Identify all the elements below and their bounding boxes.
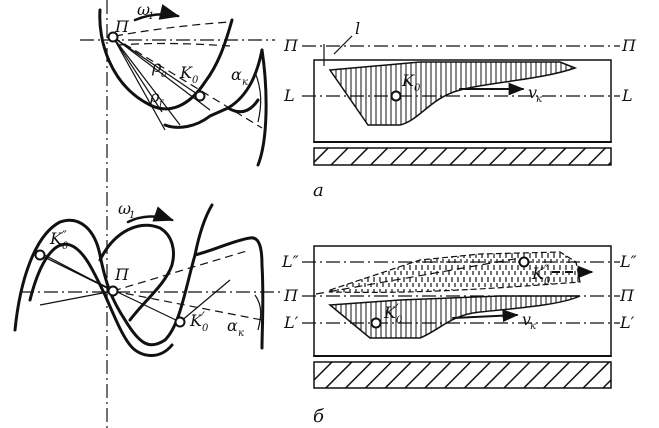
panel-b-k0-prime-mark: ′ — [396, 302, 399, 317]
panel-b-k0-double-point — [518, 256, 530, 268]
bottom-omega-label: ω — [118, 199, 131, 218]
top-ray-1 — [112, 36, 166, 131]
panel-b-velocity-arrow — [452, 309, 519, 323]
bottom-pitch-label: П — [114, 265, 130, 284]
panel-b-upper-zone — [329, 251, 581, 293]
panel-b-base-hatch — [313, 361, 612, 389]
panel-a-base-hatch — [313, 147, 612, 166]
rho-f-sub: f — [158, 99, 165, 110]
k0-double-prime-label: K — [49, 229, 63, 248]
panel-b-k0-prime-sub: 0 — [396, 315, 403, 326]
bottom-tooth-profile-2 — [28, 242, 174, 357]
panel-a-p-right: П — [621, 36, 637, 55]
bottom-omega-sub: 1 — [129, 210, 135, 221]
rho-a-label: ρ — [151, 57, 162, 76]
panel-b-v-label: v — [522, 310, 531, 329]
panel-b-k0-prime-point — [370, 317, 382, 329]
top-alpha-sub: к — [242, 77, 248, 88]
top-dashed-line — [112, 36, 263, 129]
bottom-k0-prime-label: K — [189, 311, 203, 330]
rho-f-label: ρ — [149, 87, 160, 106]
panel-a-l-label: l — [355, 19, 360, 38]
panel-b-dashed-diagonal — [315, 257, 521, 295]
panel-a-k0-sub: 0 — [414, 83, 421, 94]
bottom-alpha-sub: к — [238, 328, 244, 339]
bottom-dashed-line-1 — [112, 249, 251, 292]
panel-a — [302, 35, 620, 166]
panel-b-k0-prime-label: K — [383, 303, 397, 322]
panel-b-caption: б — [313, 406, 325, 427]
panel-a-v-sub: к — [536, 94, 542, 105]
top-dashed-arc-1 — [114, 21, 231, 37]
panel-b — [302, 245, 620, 389]
top-tooth-root — [163, 48, 264, 129]
bottom-k0-prime-sub: 0 — [202, 323, 209, 334]
panel-b-k0-double-label: K — [531, 264, 545, 283]
top-k0-label: K — [179, 63, 193, 82]
bottom-tooth-right — [193, 236, 265, 350]
panel-b-l1-left: L′ — [283, 313, 299, 332]
top-gear-sketch — [80, 0, 275, 428]
bottom-alpha-label: α — [227, 316, 238, 335]
panel-a-caption: а — [313, 180, 324, 201]
panel-b-p-right: П — [619, 286, 635, 305]
top-dashed-arc-2 — [117, 42, 231, 47]
rho-a-sub: a — [161, 69, 167, 80]
bottom-tooth-inner — [98, 223, 175, 322]
bottom-alpha-arc — [254, 294, 262, 331]
panel-b-l1-right: L′ — [619, 313, 635, 332]
top-k0-point — [194, 90, 206, 102]
top-ray-3 — [112, 36, 211, 111]
panel-a-l-leader — [333, 35, 353, 55]
k0-double-prime-mark: ″ — [62, 229, 67, 244]
top-ray-2 — [112, 36, 181, 126]
panel-a-k0-point — [390, 90, 402, 102]
top-omega-label: ω — [137, 0, 150, 19]
top-ray-4 — [112, 36, 163, 113]
panel-b-k0-double-mark: ″ — [544, 263, 549, 278]
bottom-ray-4 — [179, 279, 231, 323]
panel-a-l-left: L — [283, 86, 295, 105]
panel-b-l2-right: L″ — [619, 252, 637, 271]
top-pitch-label: П — [114, 17, 130, 36]
bottom-k0-double-point — [34, 249, 46, 261]
bottom-pitch-point — [107, 285, 119, 297]
top-tooth-root-fillet — [226, 98, 260, 114]
panel-b-p-left: П — [283, 286, 299, 305]
bottom-k0-prime-mark: ′ — [202, 310, 205, 325]
top-tooth-right-flank — [256, 48, 268, 167]
top-k0-sub: 0 — [192, 75, 199, 86]
panel-a-v-label: v — [528, 83, 537, 102]
top-line-of-action — [112, 36, 201, 97]
top-omega-sub: 1 — [148, 11, 154, 22]
bottom-tooth-profile-1 — [13, 203, 214, 347]
panel-a-k0-label: K — [401, 71, 415, 90]
panel-a-p-left: П — [283, 36, 299, 55]
panel-b-l2-left: L″ — [281, 252, 299, 271]
bottom-omega-arrow — [126, 206, 174, 224]
bottom-k0-prime-point — [174, 316, 186, 328]
bottom-gear-sketch — [13, 203, 280, 357]
top-alpha-label: α — [231, 65, 242, 84]
panel-b-v-sub: к — [530, 321, 536, 332]
k0-double-prime-sub: 0 — [62, 241, 69, 252]
top-omega-arrow — [133, 4, 180, 22]
top-pitch-point — [107, 31, 119, 43]
top-alpha-arc — [254, 71, 262, 123]
bottom-ray-2 — [39, 290, 114, 306]
panel-b-k0-double-sub: 0 — [544, 276, 551, 287]
panel-a-l-right: L — [621, 86, 633, 105]
top-tooth-profile — [98, 8, 234, 111]
